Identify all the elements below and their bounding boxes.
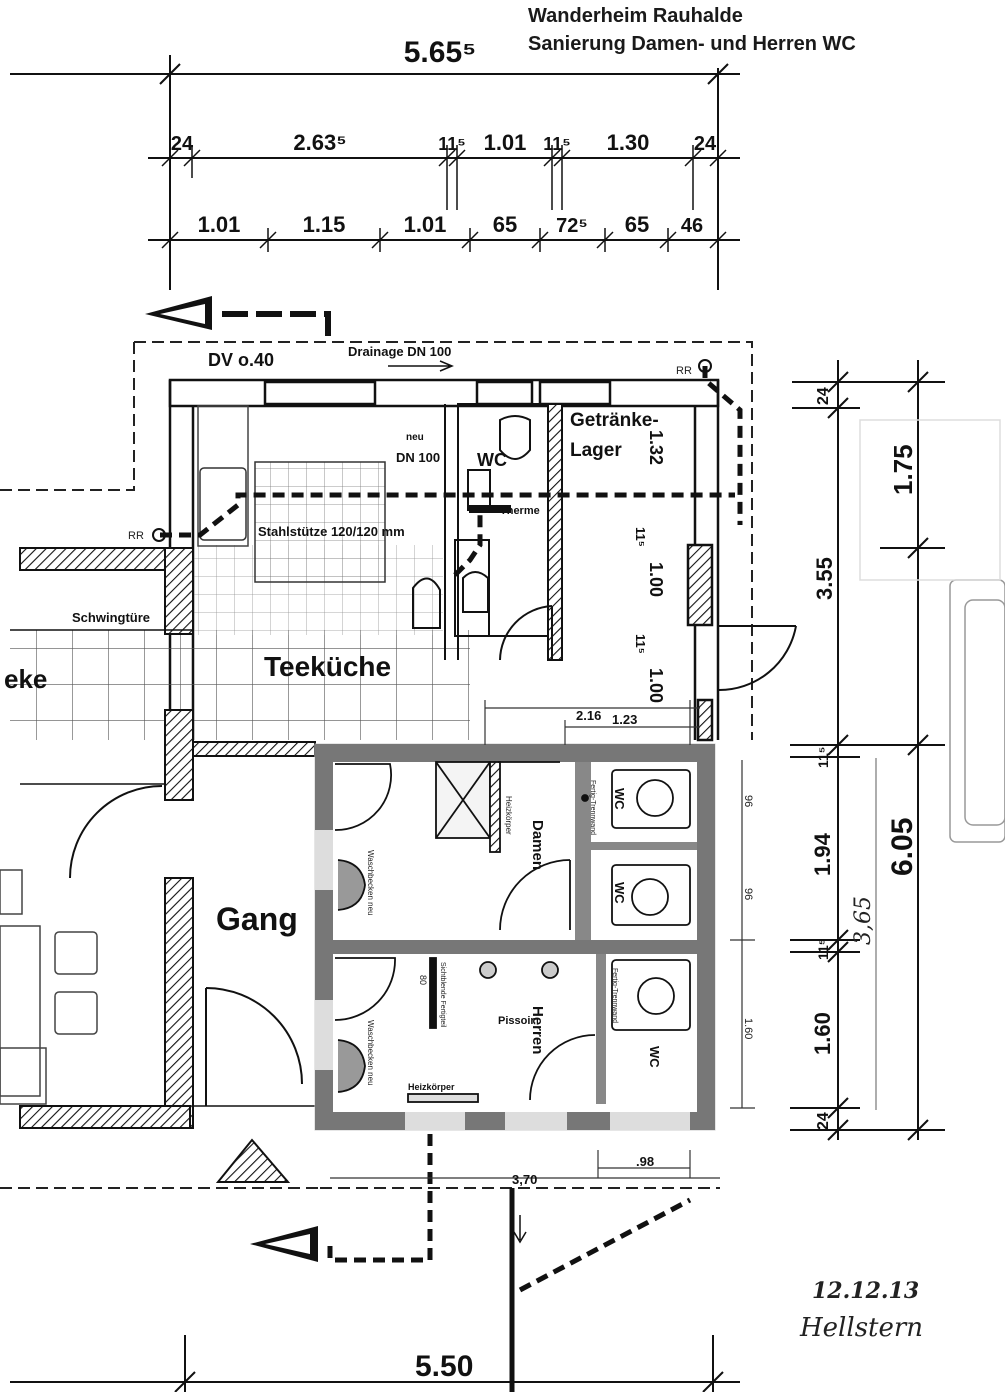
dim-right-lower-1: 1.94 xyxy=(810,832,835,876)
dim-inner-side-0: 96 xyxy=(742,795,754,807)
dim-right-lower-0: 11⁵ xyxy=(815,747,831,768)
left-walls xyxy=(10,547,316,1129)
room-teekueche: Teeküche xyxy=(264,651,391,682)
right-dimensions xyxy=(790,360,945,1141)
wc-block xyxy=(314,743,716,1131)
room-wc-2: WC xyxy=(612,882,627,904)
label-sichtblende: Sichtblende Fertigteil xyxy=(439,962,446,1028)
dim-top-total: 5.65⁵ xyxy=(404,36,476,69)
section-marker-top xyxy=(145,296,331,338)
label-fertig-1: Fertig-Trennwand xyxy=(589,780,596,835)
label-pissoir: Pissoir xyxy=(498,1015,535,1027)
dim-right-lower-6: 24 xyxy=(815,1112,832,1130)
dim-storage-2: 1.00 xyxy=(646,562,666,597)
label-schwingtuere: Schwingtüre xyxy=(72,610,150,625)
label-waschbecken-1: Waschbecken neu xyxy=(366,850,375,916)
room-damen: Damen xyxy=(529,820,546,870)
dim-top-r2-0: 1.01 xyxy=(198,212,241,237)
dim-top-r2-2: 1.01 xyxy=(404,212,447,237)
title-line-2: Sanierung Damen- und Herren WC xyxy=(528,33,856,55)
label-dn: DN 100 xyxy=(396,450,440,465)
dim-storage-1: 11⁵ xyxy=(633,527,648,547)
dim-storage-0: 1.32 xyxy=(646,430,666,465)
signature-name: Hellstern xyxy=(799,1313,923,1343)
dim-right-lower-2: 6.05 xyxy=(886,818,919,876)
label-heizkoerper-top: Heizkörper xyxy=(504,796,513,835)
right-door-upper xyxy=(717,625,797,692)
dim-top-r2-1: 1.15 xyxy=(303,212,346,237)
dim-inner-side-2: 1.60 xyxy=(742,1018,754,1039)
plan-labels: DV o.40 Drainage DN 100 RR RR neu DN 100… xyxy=(4,344,923,1383)
dim-right-upper-2: 3.55 xyxy=(812,557,837,600)
label-stahl: Stahlstütze 120/120 mm xyxy=(258,524,405,539)
dim-top-r2-3: 65 xyxy=(493,212,517,237)
dim-storage-3: 11⁵ xyxy=(633,634,648,654)
dim-top-r1-3: 1.01 xyxy=(484,130,527,155)
dim-bottom-total: 5.50 xyxy=(415,1350,473,1383)
dim-top-r2-6: 46 xyxy=(681,215,703,237)
bottom-dimensions xyxy=(10,1188,740,1392)
wc-fixtures xyxy=(334,761,691,1103)
room-herren: Herren xyxy=(529,1006,546,1054)
top-dimensions xyxy=(10,55,740,290)
title-line-1: Wanderheim Rauhalde xyxy=(528,5,743,27)
upper-wc-block xyxy=(412,403,563,661)
dim-top-r1-6: 24 xyxy=(694,133,717,155)
dim-inner-side-1: 96 xyxy=(742,888,754,900)
rotated-labels: 1.32 11⁵ 1.00 11⁵ 1.00 24 1.75 3.55 11⁵ … xyxy=(366,387,919,1130)
dim-top-r1-1: 2.63⁵ xyxy=(293,130,346,155)
drawing-title: Wanderheim Rauhalde Sanierung Damen- und… xyxy=(528,2,856,58)
label-fertig-2: Fertig-Trennwand xyxy=(611,968,618,1023)
dim-right-lower-5: 1.60 xyxy=(810,1012,835,1055)
right-faint-shapes xyxy=(859,419,1005,843)
label-rr-left: RR xyxy=(128,530,144,542)
dim-inner-bottom-1: .98 xyxy=(636,1154,654,1169)
wc-dimensions xyxy=(330,700,755,1179)
label-dv: DV o.40 xyxy=(208,350,274,370)
label-rr-right: RR xyxy=(676,365,692,377)
room-gang: Gang xyxy=(216,901,298,937)
dim-inner-top-0: 2.16 xyxy=(576,708,601,723)
dashed-outline xyxy=(0,341,753,1189)
label-drainage: Drainage DN 100 xyxy=(348,344,451,359)
label-therme: Therme xyxy=(500,505,540,517)
room-wc-3: WC xyxy=(647,1046,662,1068)
top-dimension-labels: 5.65⁵ 24 2.63⁵ 11⁵ 1.01 11⁵ 1.30 24 1.01… xyxy=(171,36,717,237)
dim-top-r2-4: 72⁵ xyxy=(556,215,588,237)
dim-top-r1-0: 24 xyxy=(171,133,194,155)
left-furniture xyxy=(0,785,303,1183)
dim-inner-bottom-0: 3,70 xyxy=(512,1172,537,1187)
dim-top-r1-4: 11⁵ xyxy=(543,134,570,154)
room-wc-1: WC xyxy=(612,788,627,810)
dim-top-r2-5: 65 xyxy=(625,212,649,237)
room-wc-top: WC xyxy=(477,450,507,470)
dim-right-lower-3: 3,65 xyxy=(851,896,876,945)
section-marker-bottom xyxy=(250,1226,318,1262)
dim-urinal-gap: 80 xyxy=(418,975,428,985)
label-waschbecken-2: Waschbecken neu xyxy=(366,1020,375,1086)
room-lager: Lager xyxy=(570,440,622,461)
dim-right-lower-4: 11⁵ xyxy=(815,939,831,960)
upper-walls xyxy=(168,378,720,742)
dim-storage-4: 1.00 xyxy=(646,668,666,703)
kitchen-floor xyxy=(10,405,470,740)
label-neu: neu xyxy=(406,432,424,443)
room-getraenke: Getränke- xyxy=(570,410,659,431)
dim-top-r1-5: 1.30 xyxy=(607,130,650,155)
signature-date: 12.12.13 xyxy=(812,1278,919,1304)
label-heizkoerper-bottom: Heizkörper xyxy=(408,1082,455,1092)
dim-right-upper-0: 24 xyxy=(815,387,832,405)
dim-top-r1-2: 11⁵ xyxy=(438,134,465,154)
dim-right-upper-1: 1.75 xyxy=(888,444,918,495)
room-theke: eke xyxy=(4,664,47,694)
dim-inner-top-1: 1.23 xyxy=(612,712,637,727)
